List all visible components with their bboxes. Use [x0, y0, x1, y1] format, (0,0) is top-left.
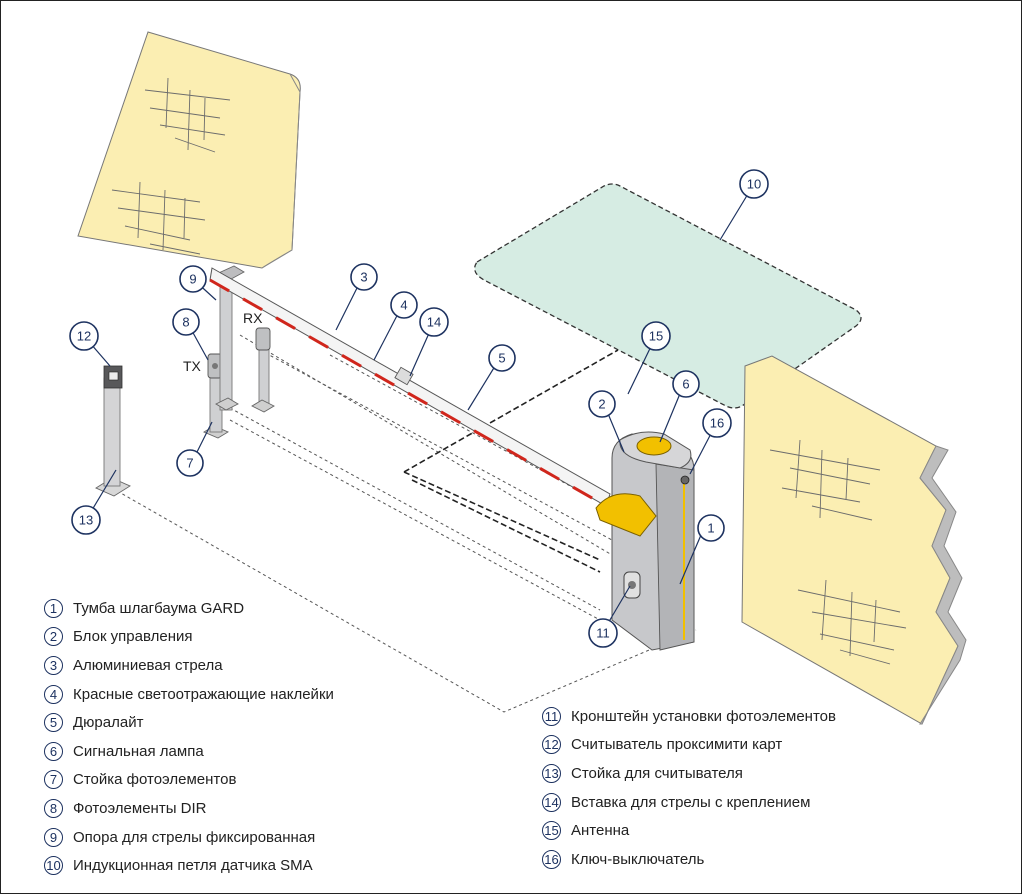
- photocell-post-rx: [251, 327, 275, 413]
- fixed-boom-support: [211, 265, 245, 411]
- callout-1: 1: [697, 514, 725, 542]
- svg-text:14: 14: [427, 315, 441, 330]
- callout-5: 5: [488, 344, 516, 372]
- photocell-post-tx: [203, 353, 229, 439]
- loop-feed-cable: [403, 349, 619, 573]
- callout-7: 7: [176, 449, 204, 477]
- callout-16: 16: [702, 408, 732, 438]
- svg-text:16: 16: [710, 416, 724, 431]
- svg-text:12: 12: [77, 329, 91, 344]
- callout-15: 15: [641, 321, 671, 351]
- callout-12: 12: [69, 321, 99, 351]
- induction-loop: [474, 183, 862, 409]
- callout-13: 13: [71, 505, 101, 535]
- card-reader-post: [95, 365, 131, 497]
- svg-text:10: 10: [747, 177, 761, 192]
- svg-text:2: 2: [598, 397, 605, 412]
- svg-text:4: 4: [400, 298, 407, 313]
- right-wall: [741, 355, 967, 725]
- callout-10: 10: [739, 169, 769, 199]
- callout-14: 14: [419, 307, 449, 337]
- callout-6: 6: [672, 370, 700, 398]
- svg-text:11: 11: [596, 626, 610, 641]
- barrier-cabinet: [595, 431, 695, 651]
- callout-3: 3: [350, 263, 378, 291]
- callout-2: 2: [588, 390, 616, 418]
- svg-text:5: 5: [498, 351, 505, 366]
- svg-text:8: 8: [182, 315, 189, 330]
- svg-text:13: 13: [79, 513, 93, 528]
- svg-text:3: 3: [360, 270, 367, 285]
- svg-text:9: 9: [189, 272, 196, 287]
- callout-11: 11: [588, 618, 618, 648]
- callout-8: 8: [172, 308, 200, 336]
- svg-text:15: 15: [649, 329, 663, 344]
- rx-label: RX: [243, 310, 263, 326]
- svg-text:7: 7: [186, 456, 193, 471]
- ground-cables: [111, 334, 697, 713]
- callout-4: 4: [390, 291, 418, 319]
- tx-label: TX: [183, 358, 202, 374]
- callout-9: 9: [179, 265, 207, 293]
- svg-text:6: 6: [682, 377, 689, 392]
- left-wall: [77, 31, 301, 269]
- svg-text:1: 1: [707, 521, 714, 536]
